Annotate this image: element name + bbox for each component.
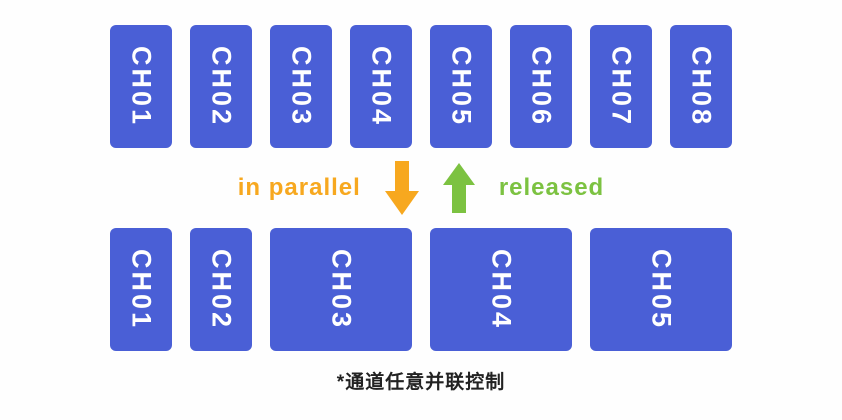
channel-label: CH04 xyxy=(366,45,397,128)
top-channel-ch01: CH01 xyxy=(110,25,172,148)
channel-label: CH01 xyxy=(126,45,157,128)
up-arrow-icon xyxy=(442,163,475,213)
bottom-channel-row: CH01 CH02 CH03 CH04 CH05 xyxy=(110,228,732,351)
top-channel-ch04: CH04 xyxy=(350,25,412,148)
in-parallel-label: in parallel xyxy=(237,174,361,201)
top-channel-ch08: CH08 xyxy=(670,25,732,148)
channel-label: CH03 xyxy=(326,248,357,331)
channel-label: CH05 xyxy=(646,248,677,331)
bottom-channel-ch04-merged: CH04 xyxy=(430,228,572,351)
channel-label: CH04 xyxy=(486,248,517,331)
channel-label: CH08 xyxy=(686,45,717,128)
channel-label: CH02 xyxy=(206,248,237,331)
top-channel-row: CH01 CH02 CH03 CH04 CH05 CH06 CH07 CH08 xyxy=(110,25,732,148)
channel-label: CH07 xyxy=(606,45,637,128)
legend-row: in parallel released xyxy=(238,148,604,228)
channel-label: CH05 xyxy=(446,45,477,128)
top-channel-ch03: CH03 xyxy=(270,25,332,148)
bottom-channel-ch03-merged: CH03 xyxy=(270,228,412,351)
top-channel-ch07: CH07 xyxy=(590,25,652,148)
top-channel-ch06: CH06 xyxy=(510,25,572,148)
channel-label: CH01 xyxy=(126,248,157,331)
top-channel-ch02: CH02 xyxy=(190,25,252,148)
top-channel-ch05: CH05 xyxy=(430,25,492,148)
bottom-channel-ch05-merged: CH05 xyxy=(590,228,732,351)
channel-label: CH02 xyxy=(206,45,237,128)
released-label: released xyxy=(498,174,605,201)
channel-label: CH03 xyxy=(286,45,317,128)
bottom-channel-ch01: CH01 xyxy=(110,228,172,351)
down-arrow-icon xyxy=(384,161,419,215)
bottom-channel-ch02: CH02 xyxy=(190,228,252,351)
channel-label: CH06 xyxy=(526,45,557,128)
footnote: *通道任意并联控制 xyxy=(336,372,506,393)
